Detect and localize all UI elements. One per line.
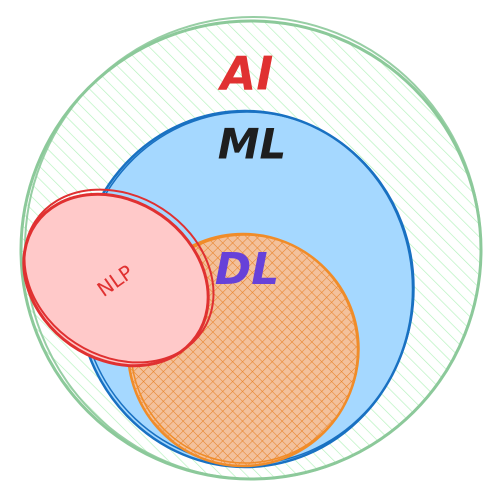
set-ai-label: AI (218, 47, 274, 101)
set-ml-label: ML (218, 120, 287, 169)
set-nlp-fill (22, 192, 210, 368)
set-nlp (22, 188, 215, 368)
set-dl-label: DL (215, 244, 280, 295)
set-nlp-outline-sketch (23, 188, 215, 364)
